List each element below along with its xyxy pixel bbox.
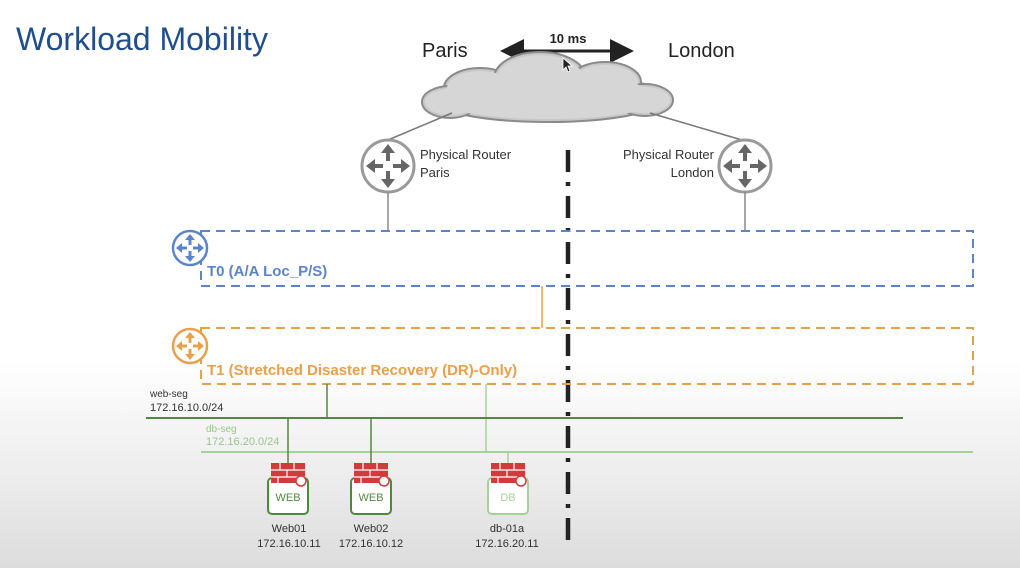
db-segment-name: db-seg <box>206 424 237 435</box>
firewall-icon <box>491 463 527 487</box>
page-title: Workload Mobility <box>16 21 268 57</box>
db-segment-cidr: 172.16.20.0/24 <box>206 436 279 448</box>
vm-db01a[interactable]: DB <box>487 463 529 515</box>
router-london-label-2: London <box>671 165 714 180</box>
site-label-paris: Paris <box>422 40 468 62</box>
web-segment-cidr: 172.16.10.0/24 <box>150 402 223 414</box>
vm-ip: 172.16.20.11 <box>475 538 538 550</box>
vm-web02[interactable]: WEB <box>350 463 392 515</box>
vm-name: Web02 <box>354 523 389 535</box>
web-segment-name: web-seg <box>149 389 188 400</box>
site-label-london: London <box>668 40 735 62</box>
router-icon-paris <box>360 138 416 194</box>
firewall-icon <box>354 463 390 487</box>
vm-badge: WEB <box>358 492 383 504</box>
t1-router-icon <box>171 327 209 365</box>
router-paris-label-1: Physical Router <box>420 147 512 162</box>
vm-ip: 172.16.10.11 <box>257 538 320 550</box>
vm-badge: DB <box>500 492 515 504</box>
latency-label: 10 ms <box>550 31 587 46</box>
router-icon-london <box>717 138 773 194</box>
vm-web01[interactable]: WEB <box>267 463 309 515</box>
vm-name: Web01 <box>272 523 307 535</box>
cloud-icon <box>421 51 674 123</box>
mouse-cursor-icon <box>562 57 574 73</box>
vm-name: db-01a <box>490 523 525 535</box>
t0-router-icon <box>171 229 209 267</box>
t0-label: T0 (A/A Loc_P/S) <box>207 263 327 280</box>
vm-ip: 172.16.10.12 <box>339 538 403 550</box>
router-london-label-1: Physical Router <box>623 147 715 162</box>
vm-badge: WEB <box>275 492 300 504</box>
firewall-icon <box>271 463 307 487</box>
router-paris-label-2: Paris <box>420 165 450 180</box>
t1-label: T1 (Stretched Disaster Recovery (DR)-Onl… <box>207 362 517 379</box>
